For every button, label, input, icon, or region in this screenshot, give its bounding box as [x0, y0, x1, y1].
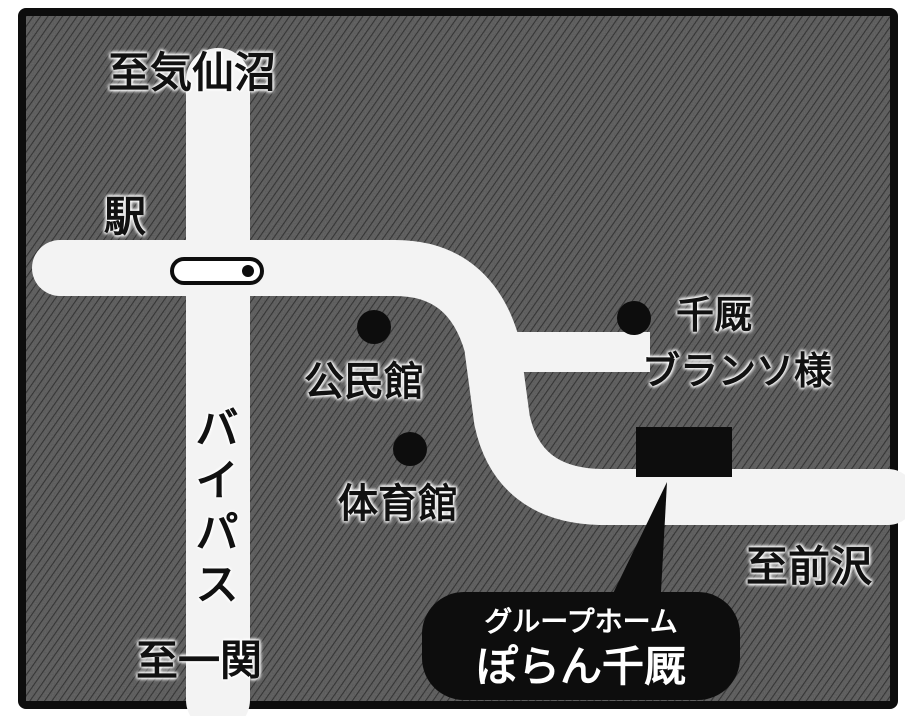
- label-bypass: バイパス: [187, 405, 238, 613]
- label-chidori-line2: ブランソ様: [642, 349, 833, 393]
- label-taiikukan: 体育館: [338, 481, 458, 527]
- label-chidori-line1: 千厩: [676, 293, 753, 337]
- station-icon: [170, 257, 264, 285]
- label-station: 駅: [104, 192, 147, 241]
- callout-pointer-icon: [605, 482, 667, 610]
- kominkan-marker-icon: [357, 310, 391, 344]
- taiikukan-marker-icon: [393, 432, 427, 466]
- callout-name: ぽらん千厩: [475, 642, 686, 691]
- station-dot-icon: [242, 265, 254, 277]
- chidori-marker-icon: [617, 301, 651, 335]
- label-kominkan: 公民館: [304, 359, 424, 405]
- label-kesennuma: 至気仙沼: [108, 48, 277, 97]
- label-ichinoseki: 至一関: [136, 636, 263, 685]
- callout-title: グループホーム: [484, 605, 678, 638]
- map-frame: [18, 8, 898, 709]
- label-maesawa: 至前沢: [746, 542, 873, 591]
- road-main: [32, 240, 905, 525]
- callout-bubble: [422, 592, 740, 700]
- grouphome-location-icon: [636, 427, 732, 477]
- map-grain: [22, 12, 894, 705]
